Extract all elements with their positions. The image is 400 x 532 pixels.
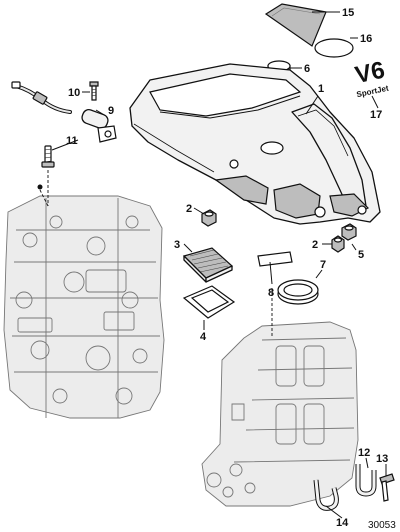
part-17-v6-decal: V6 SportJet (353, 57, 390, 100)
part-4-gasket (182, 285, 236, 319)
part-1-cover (129, 63, 381, 225)
part-14-clip (313, 479, 339, 511)
callout-10: 10 (68, 87, 80, 99)
part-10-screw (89, 81, 99, 101)
part-2-nut-lower (331, 235, 345, 253)
callout-labels: 15 16 6 17 1 10 9 11 2 3 2 5 8 7 4 12 13… (66, 7, 388, 529)
callout-17: 17 (370, 109, 382, 121)
part-5-grommet-nut (341, 223, 357, 241)
callout-9: 9 (108, 105, 114, 117)
callout-11: 11 (66, 135, 78, 147)
callout-2-upper: 2 (186, 203, 192, 215)
engine-block-ghost (3, 184, 165, 419)
callout-12: 12 (358, 447, 370, 459)
part-2-nut-upper (201, 209, 217, 227)
part-13-screw (379, 473, 395, 502)
callout-15: 15 (342, 7, 354, 19)
callout-2-lower: 2 (312, 239, 318, 251)
part-12-clamp (355, 464, 377, 497)
callout-6: 6 (304, 63, 310, 75)
callout-5: 5 (358, 249, 364, 261)
intake-plenum-ghost (201, 321, 359, 507)
callout-8: 8 (268, 287, 274, 299)
part-16-round-decal (314, 38, 354, 58)
part-8-foam-strip (257, 251, 293, 267)
callout-4: 4 (200, 331, 207, 343)
callout-13: 13 (376, 453, 388, 465)
part-3-filter-element (182, 247, 234, 283)
part-7-ring (277, 279, 319, 305)
decal-v6-text: V6 (353, 57, 387, 90)
figure-number: 30053 (368, 520, 396, 531)
callout-1: 1 (318, 83, 324, 95)
part-15-foam-pad (264, 3, 327, 47)
callout-16: 16 (360, 33, 372, 45)
part-11-stud (41, 145, 55, 168)
callout-7: 7 (320, 259, 326, 271)
part-9-sensor-harness (11, 81, 117, 143)
leader-lines (51, 11, 387, 519)
callout-3: 3 (174, 239, 180, 251)
callout-14: 14 (336, 517, 349, 529)
